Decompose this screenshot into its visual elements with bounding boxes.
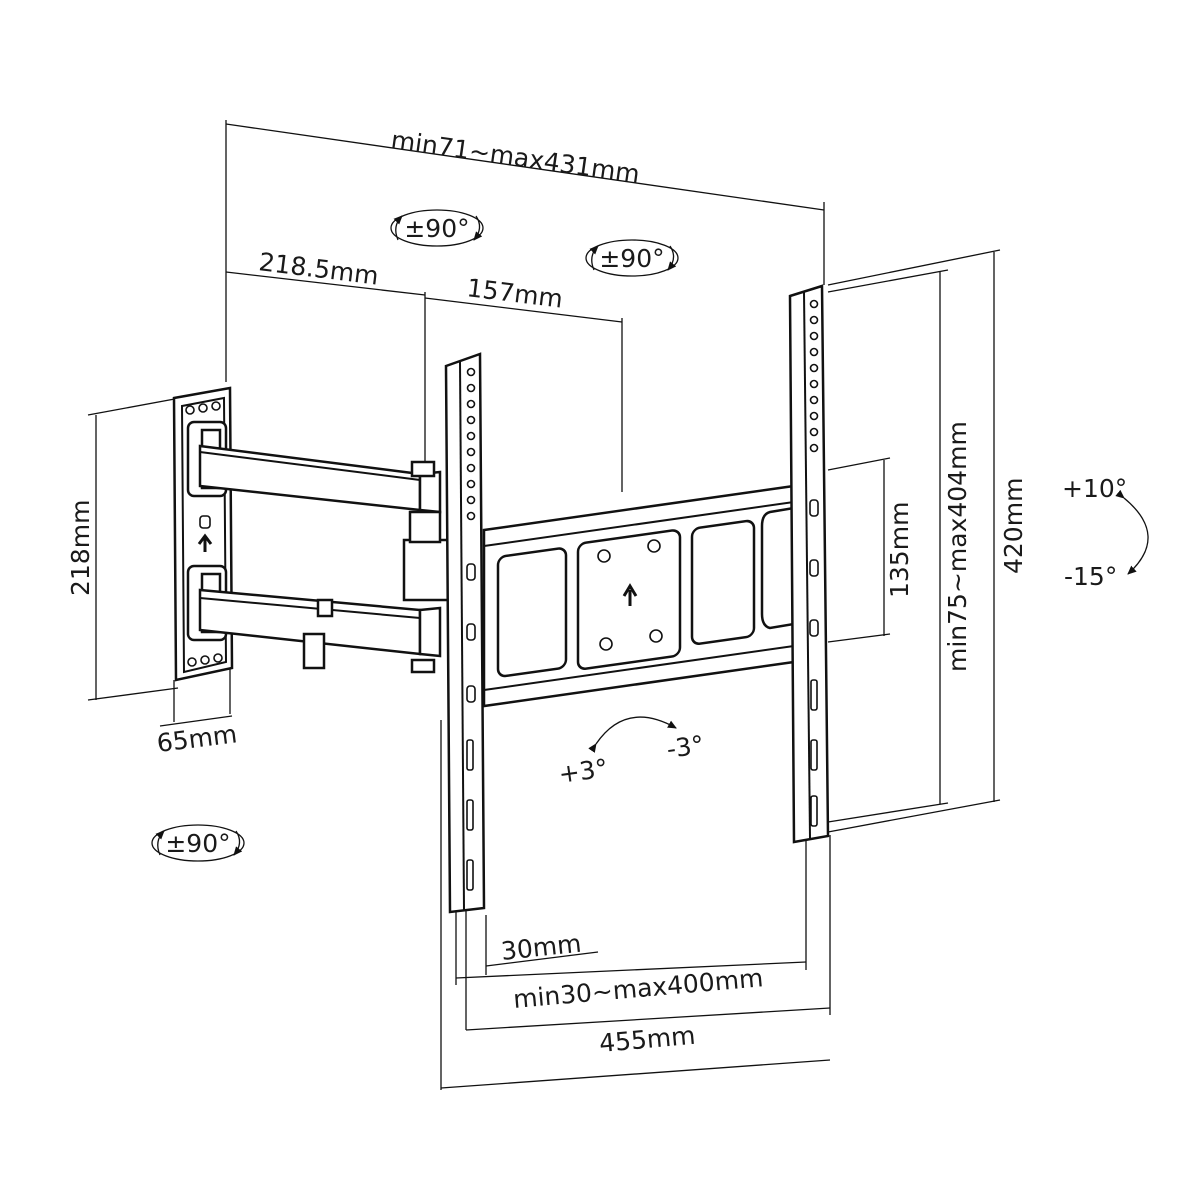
horizontal-hole-spacing-label: min30~max400mm [512, 963, 764, 1014]
arrow-up-icon [197, 533, 213, 552]
rotate-right-label: -3° [665, 730, 706, 764]
swivel-indicator-bottom-left: ±90° [151, 824, 245, 862]
left-rail-holes [466, 367, 476, 891]
tilt-up-label: +10° [1062, 474, 1127, 503]
center-plate-height-label: 135mm [885, 502, 914, 598]
swivel-label: ±90° [404, 214, 469, 243]
tilt-down-label: -15° [1064, 562, 1117, 591]
tilt-indicator: +10° -15° [1062, 474, 1149, 591]
rail-width-label: 30mm [500, 929, 583, 966]
swivel-label: ±90° [599, 244, 664, 273]
arm-extension-label: min71~max431mm [389, 125, 641, 189]
right-vertical-rail [788, 284, 830, 844]
arm-first-segment-label: 218.5mm [257, 247, 380, 290]
bracket-width-label: 455mm [598, 1021, 697, 1058]
wall-plate-height-label: 218mm [66, 500, 95, 596]
arrow-up-icon [622, 583, 638, 606]
swivel-label: ±90° [165, 829, 230, 858]
articulating-arms [198, 444, 450, 674]
wall-plate [172, 386, 234, 682]
swivel-indicator-top-center: ±90° [585, 239, 679, 277]
vertical-hole-spacing-label: min75~max404mm [943, 421, 972, 672]
right-rail-holes [809, 299, 819, 827]
left-vertical-rail [444, 352, 486, 914]
rotation-indicator: +3° -3° [557, 716, 706, 789]
arm-second-segment-label: 157mm [465, 273, 564, 314]
rail-height-label: 420mm [999, 478, 1028, 574]
dimension-lines [87, 120, 1001, 1090]
swivel-indicator-top-left: ±90° [390, 209, 484, 247]
rotate-left-label: +3° [557, 753, 610, 789]
tv-cross-plate [482, 482, 810, 708]
